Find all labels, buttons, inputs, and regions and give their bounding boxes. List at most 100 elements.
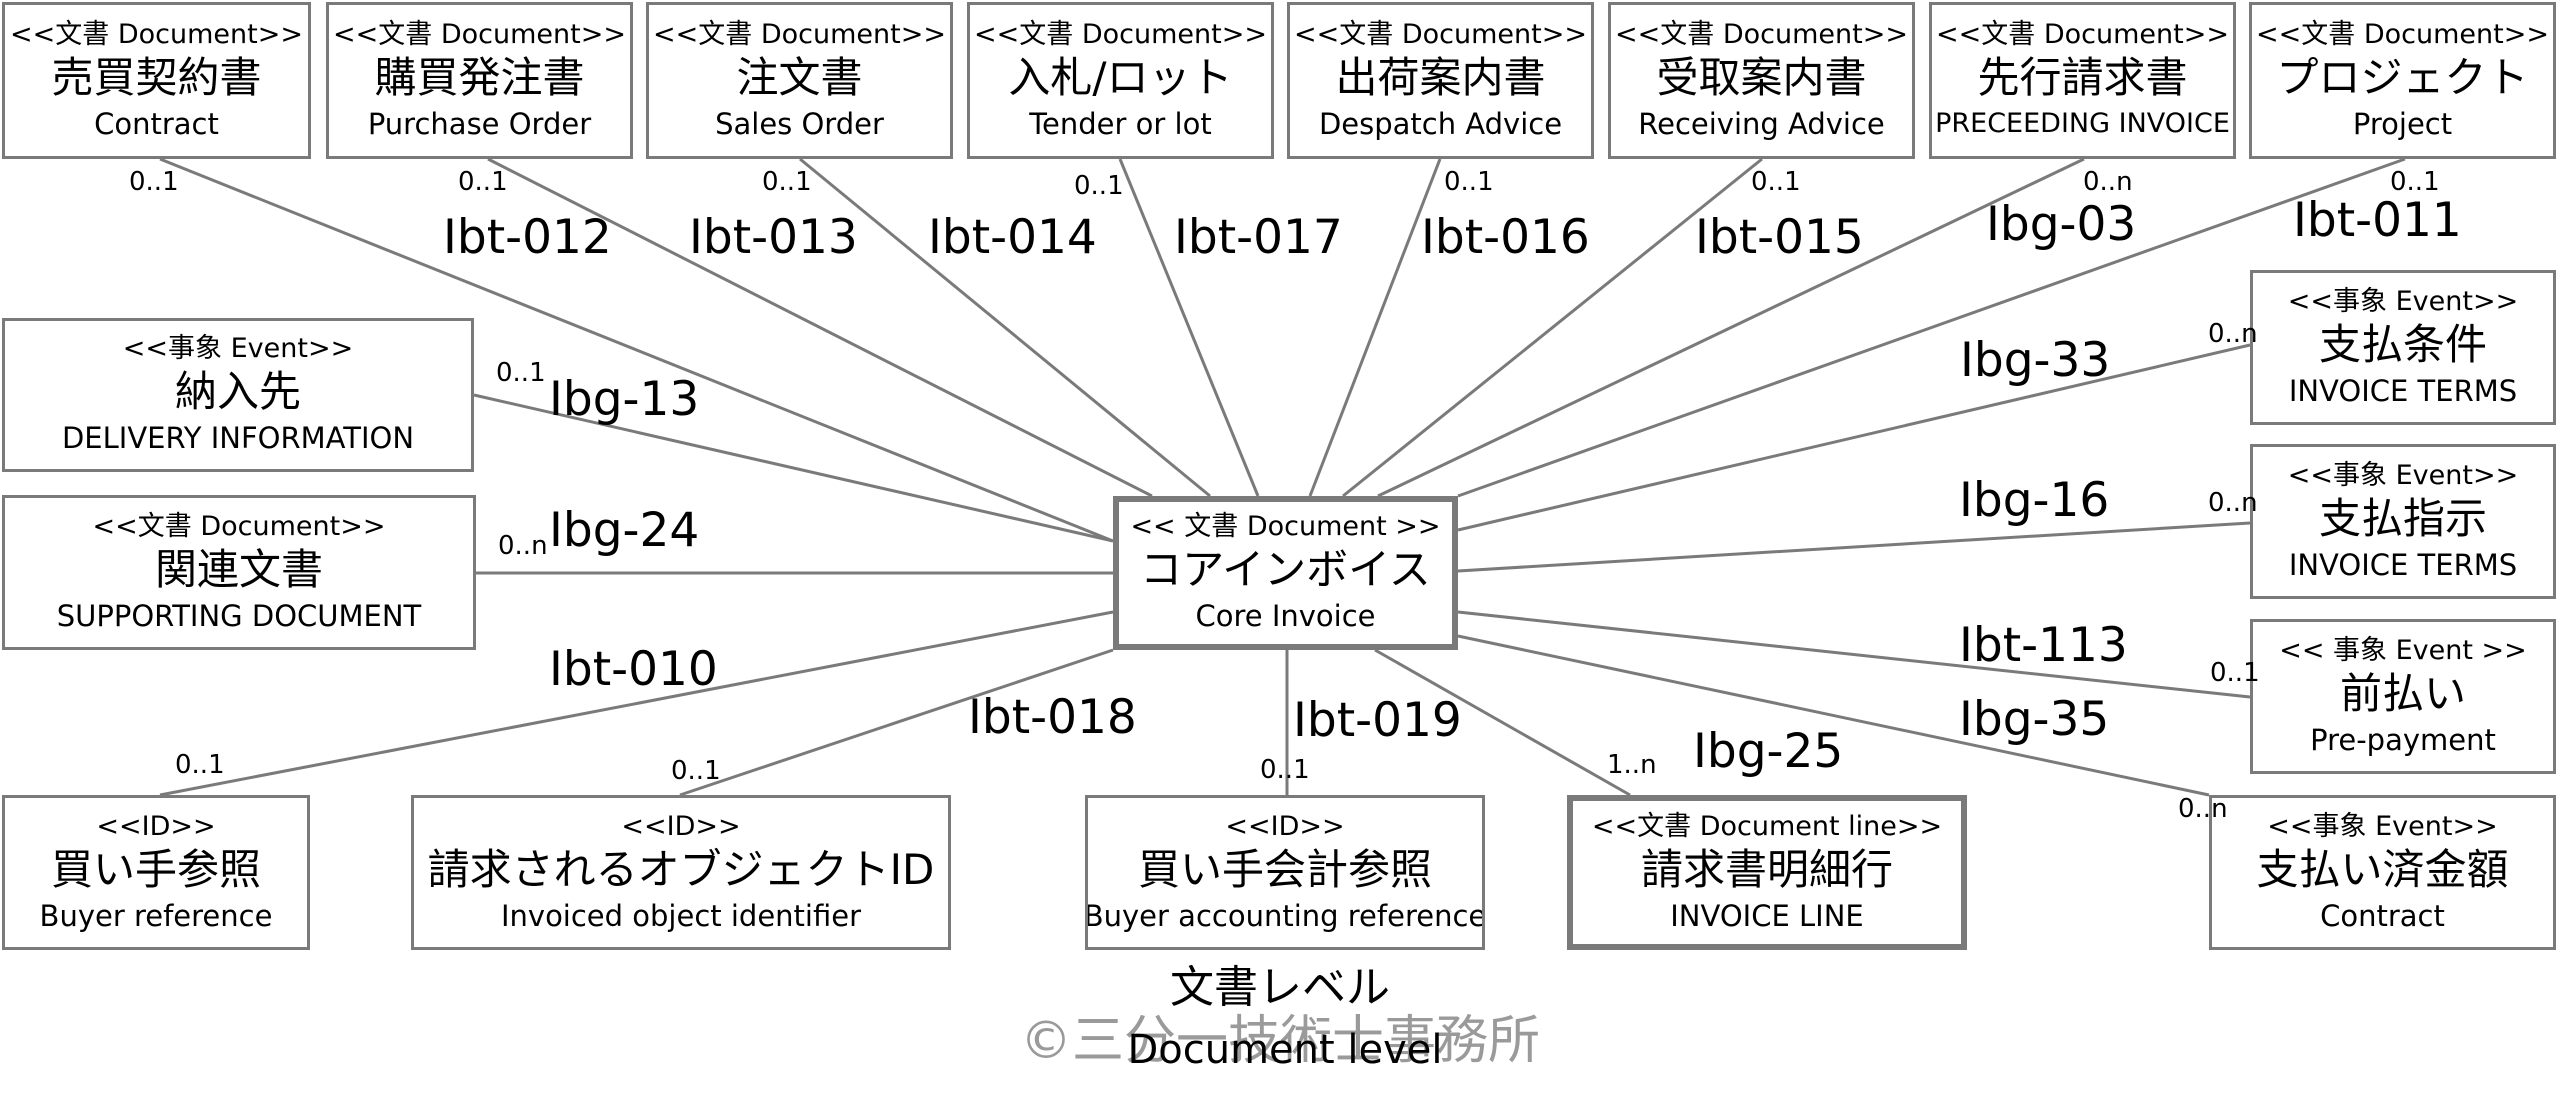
stereotype: << 事象 Event >> [2279,634,2527,666]
mult-despatch: 0..1 [1444,167,1494,197]
entity-core-invoice[interactable]: << 文書 Document >> コアインボイス Core Invoice [1113,496,1458,650]
entity-name-en: Despatch Advice [1318,106,1563,141]
entity-name-en: Buyer reference [39,898,273,933]
entity-name-jp: 支払指示 [2318,493,2487,543]
entity-name-en: Sales Order [715,106,884,141]
connector-delivery [473,393,1114,543]
stereotype: <<文書 Document>> [974,18,1267,50]
stereotype: << 文書 Document >> [1130,511,1441,542]
label-project: Ibt-011 [2293,193,2462,248]
entity-pre-payment[interactable]: << 事象 Event >> 前払い Pre-payment [2250,619,2556,774]
stereotype: <<ID>> [96,810,216,842]
connector-tender [1118,158,1260,497]
entity-contract[interactable]: <<文書 Document>> 売買契約書 Contract [2,2,311,159]
mult-preceding: 0..n [2083,167,2133,197]
stereotype: <<文書 Document>> [1294,18,1587,50]
entity-despatch-advice[interactable]: <<文書 Document>> 出荷案内書 Despatch Advice [1287,2,1594,159]
entity-name-jp: 納入先 [174,367,301,416]
stereotype: <<事象 Event>> [2287,285,2519,317]
connector-buyer-ref [159,610,1114,797]
entity-receiving-advice[interactable]: <<文書 Document>> 受取案内書 Receiving Advice [1608,2,1915,159]
entity-preceding-invoice[interactable]: <<文書 Document>> 先行請求書 PRECEEDING INVOICE [1929,2,2236,159]
entity-name-en: INVOICE TERMS [2288,547,2518,582]
entity-name-jp: 買い手参照 [50,844,261,894]
connector-receiving [1342,157,1763,498]
footer-title-jp: 文書レベル [1170,962,1390,1013]
mult-prepayment: 0..1 [2210,658,2260,688]
entity-sales-order[interactable]: <<文書 Document>> 注文書 Sales Order [646,2,953,159]
stereotype: <<文書 Document>> [92,510,386,542]
mult-supporting: 0..n [498,531,548,561]
entity-name-en: PRECEEDING INVOICE [1935,107,2230,139]
entity-name-en: Contract [2320,898,2445,933]
entity-project[interactable]: <<文書 Document>> プロジェクト Project [2249,2,2556,159]
entity-name-jp: 買い手会計参照 [1137,844,1432,894]
entity-supporting-document[interactable]: <<文書 Document>> 関連文書 SUPPORTING DOCUMENT [2,495,476,650]
connector-project [1457,157,2406,498]
copyright-watermark: ©三分一技術士事務所 [1019,1011,1540,1071]
mult-terms: 0..n [2208,319,2258,349]
stereotype: <<文書 Document>> [1936,18,2229,50]
stereotype: <<文書 Document>> [10,18,303,50]
connector-invoice-line [1374,648,1631,797]
entity-paid-amount[interactable]: <<事象 Event>> 支払い済金額 Contract [2209,795,2556,950]
label-instructions: Ibg-16 [1959,473,2110,528]
mult-receiving: 0..1 [1751,167,1801,197]
mult-sales: 0..1 [762,167,812,197]
entity-name-jp: 請求書明細行 [1640,844,1893,894]
mult-buyer-acct: 0..1 [1260,755,1310,785]
entity-name-en: Tender or lot [1029,106,1212,141]
label-sales: Ibt-014 [928,210,1097,265]
entity-name-en: Buyer accounting reference [1085,898,1485,933]
label-preceding: Ibg-03 [1986,197,2137,252]
mult-purchase: 0..1 [458,167,508,197]
connector-terms [1457,343,2251,532]
entity-name-jp: 先行請求書 [1977,52,2188,102]
entity-purchase-order[interactable]: <<文書 Document>> 購買発注書 Purchase Order [326,2,633,159]
entity-name-jp: プロジェクト [2276,52,2529,102]
connector-invoiced-obj [679,648,1114,797]
entity-name-jp: コアインボイス [1140,545,1431,594]
entity-invoice-terms[interactable]: <<事象 Event>> 支払条件 INVOICE TERMS [2250,270,2556,425]
entity-delivery-information[interactable]: <<事象 Event>> 納入先 DELIVERY INFORMATION [2,318,474,472]
entity-name-en: Contract [94,106,219,141]
label-paid: Ibg-35 [1959,692,2110,747]
mult-paid: 0..n [2178,794,2228,824]
stereotype: <<文書 Document>> [1615,18,1908,50]
entity-name-en: INVOICE TERMS [2288,373,2518,408]
entity-invoice-line[interactable]: <<文書 Document line>> 請求書明細行 INVOICE LINE [1567,795,1967,950]
label-purchase: Ibt-013 [689,210,858,265]
entity-name-jp: 売買契約書 [51,52,262,102]
label-buyer-acct: Ibt-019 [1293,693,1462,748]
entity-buyer-accounting-reference[interactable]: <<ID>> 買い手会計参照 Buyer accounting referenc… [1085,795,1485,950]
label-tender: Ibt-017 [1174,210,1343,265]
entity-name-en: INVOICE LINE [1670,898,1864,933]
stereotype: <<文書 Document>> [333,18,626,50]
stereotype: <<ID>> [621,810,741,842]
entity-payment-instructions[interactable]: <<事象 Event>> 支払指示 INVOICE TERMS [2250,444,2556,599]
label-buyer-ref: Ibt-010 [549,642,718,697]
label-delivery: Ibg-13 [549,372,700,427]
stereotype: <<事象 Event>> [122,333,354,364]
entity-buyer-reference[interactable]: <<ID>> 買い手参照 Buyer reference [2,795,310,950]
entity-name-jp: 注文書 [736,52,863,102]
label-receiving: Ibt-015 [1695,210,1864,265]
entity-name-jp: 購買発注書 [374,52,585,102]
label-invoiced-obj: Ibt-018 [968,690,1137,745]
mult-project: 0..1 [2390,167,2440,197]
connector-prepayment [1457,610,2251,699]
stereotype: <<文書 Document line>> [1591,810,1943,842]
entity-name-en: DELIVERY INFORMATION [61,421,415,455]
entity-invoiced-object-identifier[interactable]: <<ID>> 請求されるオブジェクトID Invoiced object ide… [411,795,951,950]
mult-instructions: 0..n [2208,488,2258,518]
connector-paid [1457,634,2210,797]
stereotype: <<文書 Document>> [653,18,946,50]
connector-sales [799,157,1211,498]
connector-instructions [1457,521,2251,573]
entity-name-jp: 請求されるオブジェクトID [427,844,935,894]
entity-name-jp: 関連文書 [154,544,323,594]
label-contract: Ibt-012 [443,210,612,265]
entity-tender[interactable]: <<文書 Document>> 入札/ロット Tender or lot [967,2,1274,159]
